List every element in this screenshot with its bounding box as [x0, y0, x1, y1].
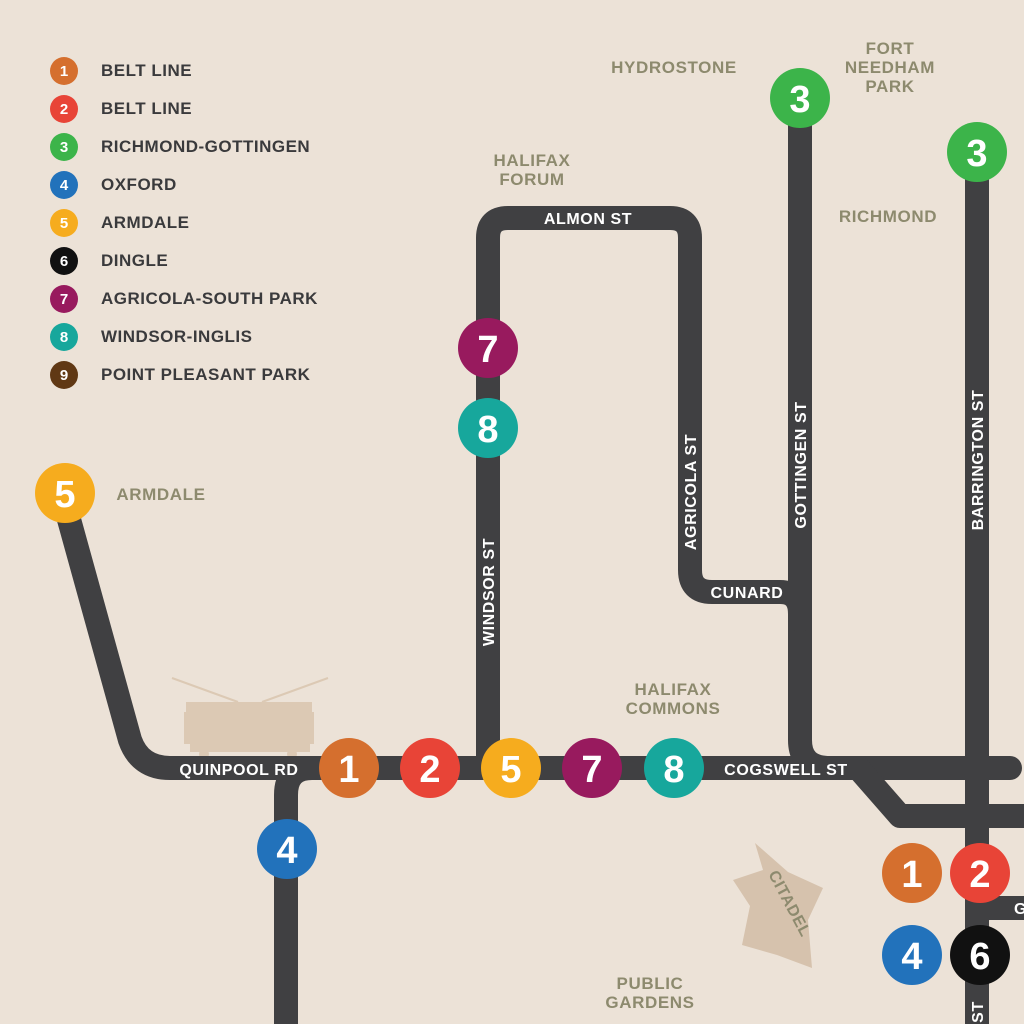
svg-text:3: 3	[966, 133, 987, 175]
street-label-windsor: WINDSOR ST	[481, 538, 498, 646]
svg-text:8: 8	[663, 749, 684, 791]
route-marker-6-downtown[interactable]: 6	[950, 925, 1010, 985]
streetcar-icon	[171, 677, 329, 759]
legend-label: POINT PLEASANT PARK	[101, 365, 311, 384]
legend-item[interactable]: 9 POINT PLEASANT PARK	[50, 356, 318, 394]
place-label-hydrostone: HYDROSTONE	[611, 58, 737, 77]
route-legend: 1 BELT LINE 2 BELT LINE 3 RICHMOND-GOTTI…	[50, 52, 318, 394]
legend-badge: 4	[50, 171, 78, 199]
route-marker-5-quinpool[interactable]: 5	[481, 738, 541, 798]
route-oxford	[274, 756, 324, 1024]
place-label-halifax-commons-1: HALIFAX	[635, 680, 712, 699]
legend-item[interactable]: 7 AGRICOLA-SOUTH PARK	[50, 280, 318, 318]
place-label-halifax-forum-1: HALIFAX	[494, 151, 571, 170]
svg-text:8: 8	[477, 409, 498, 451]
legend-label: AGRICOLA-SOUTH PARK	[101, 289, 318, 308]
legend-label: RICHMOND-GOTTINGEN	[101, 137, 311, 156]
place-label-fort-needham-1: FORT	[866, 39, 915, 58]
route-downtown-branch	[965, 896, 1024, 930]
legend-badge: 1	[50, 57, 78, 85]
street-label-agricola: AGRICOLA ST	[683, 434, 700, 550]
svg-text:3: 3	[789, 79, 810, 121]
street-label-cunard: CUNARD	[711, 585, 784, 602]
route-marker-4-oxford[interactable]: 4	[257, 819, 317, 879]
street-label-gottingen: GOTTINGEN ST	[793, 401, 810, 528]
street-label-barrington: BARRINGTON ST	[970, 390, 987, 531]
route-marker-4-downtown[interactable]: 4	[882, 925, 942, 985]
legend-badge: 5	[50, 209, 78, 237]
street-label-quinpool: QUINPOOL RD	[179, 762, 298, 779]
legend-item[interactable]: 8 WINDSOR-INGLIS	[50, 318, 318, 356]
legend-label: DINGLE	[101, 251, 169, 270]
svg-text:1: 1	[338, 749, 359, 791]
route-marker-8-windsor[interactable]: 8	[458, 398, 518, 458]
route-marker-1-quinpool[interactable]: 1	[319, 738, 379, 798]
legend-item[interactable]: 4 OXFORD	[50, 166, 318, 204]
route-marker-5-armdale[interactable]: 5	[35, 463, 95, 523]
place-label-armdale: ARMDALE	[116, 485, 205, 504]
legend-label: BELT LINE	[101, 99, 193, 118]
legend-badge: 7	[50, 285, 78, 313]
legend-label: ARMDALE	[101, 213, 190, 232]
street-label-barrington-bottom: ST	[970, 1001, 987, 1023]
legend-badge: 2	[50, 95, 78, 123]
svg-text:4: 4	[276, 830, 297, 872]
place-label-fort-needham-2: NEEDHAM	[845, 58, 935, 77]
svg-text:7: 7	[581, 749, 602, 791]
route-marker-1-downtown[interactable]: 1	[882, 843, 942, 903]
street-label-almon: ALMON ST	[544, 211, 632, 228]
street-label-edge: G	[1014, 901, 1024, 918]
route-armdale-quinpool	[53, 493, 1022, 780]
route-marker-2-quinpool[interactable]: 2	[400, 738, 460, 798]
legend-item[interactable]: 6 DINGLE	[50, 242, 318, 280]
place-label-fort-needham-3: PARK	[865, 77, 914, 96]
route-marker-3-barrington[interactable]: 3	[947, 122, 1007, 182]
svg-text:2: 2	[419, 749, 440, 791]
place-label-public-gardens-2: GARDENS	[605, 993, 694, 1012]
route-marker-2-downtown[interactable]: 2	[950, 843, 1010, 903]
legend-item[interactable]: 3 RICHMOND-GOTTINGEN	[50, 128, 318, 166]
place-label-halifax-forum-2: FORUM	[499, 170, 564, 189]
svg-text:6: 6	[969, 936, 990, 978]
legend-label: OXFORD	[101, 175, 177, 194]
route-marker-7-windsor[interactable]: 7	[458, 318, 518, 378]
legend-label: BELT LINE	[101, 61, 193, 80]
legend-item[interactable]: 2 BELT LINE	[50, 90, 318, 128]
legend-label: WINDSOR-INGLIS	[101, 327, 253, 346]
route-marker-3-gottingen[interactable]: 3	[770, 68, 830, 128]
svg-text:7: 7	[477, 329, 498, 371]
citadel-shape	[733, 843, 823, 968]
legend-badge: 3	[50, 133, 78, 161]
route-windsor-agricola	[476, 206, 1024, 828]
legend-badge: 6	[50, 247, 78, 275]
svg-text:2: 2	[969, 854, 990, 896]
legend-item[interactable]: 5 ARMDALE	[50, 204, 318, 242]
svg-text:1: 1	[901, 854, 922, 896]
route-marker-7-quinpool[interactable]: 7	[562, 738, 622, 798]
svg-text:5: 5	[54, 474, 75, 516]
street-label-cogswell: COGSWELL ST	[724, 762, 848, 779]
svg-text:4: 4	[901, 936, 922, 978]
legend-item[interactable]: 1 BELT LINE	[50, 52, 318, 90]
place-label-richmond: RICHMOND	[839, 207, 937, 226]
svg-text:5: 5	[500, 749, 521, 791]
place-label-halifax-commons-2: COMMONS	[626, 699, 721, 718]
legend-badge: 9	[50, 361, 78, 389]
route-marker-8-quinpool[interactable]: 8	[644, 738, 704, 798]
legend-badge: 8	[50, 323, 78, 351]
place-label-public-gardens-1: PUBLIC	[617, 974, 684, 993]
